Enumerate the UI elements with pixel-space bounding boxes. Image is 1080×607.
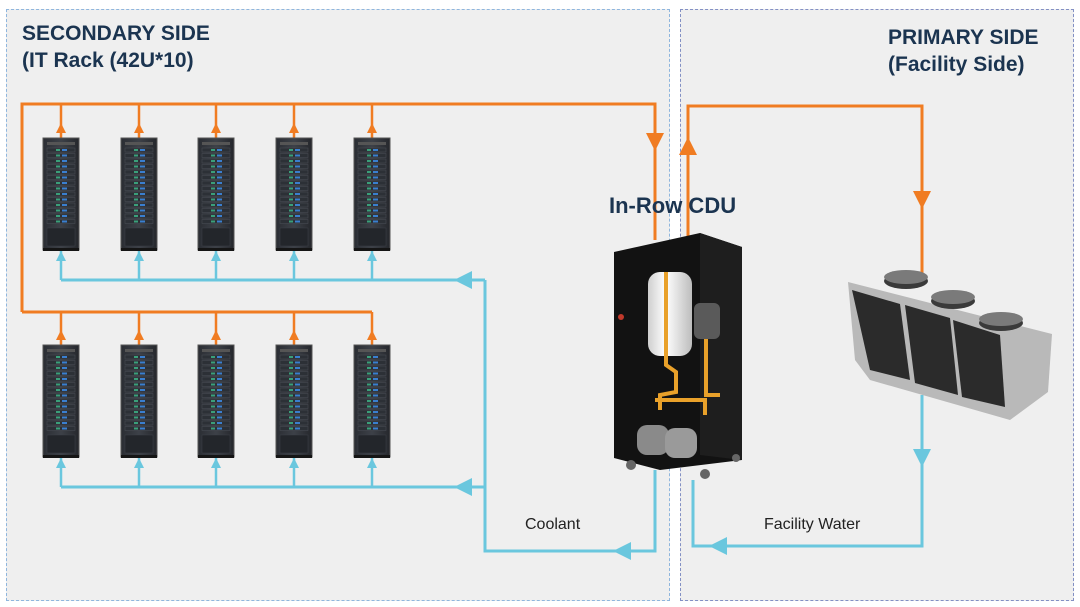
coolant-supply-arrow-icon [613,542,631,560]
facility-return-arrow-icon [913,449,931,467]
coolant-return-arrow-icon [454,271,472,289]
secondary-side-title: SECONDARY SIDE (IT Rack (42U*10) [22,20,210,74]
secondary-title-line2: (IT Rack (42U*10) [22,49,194,72]
rack-outlet-arrow-icon [367,123,377,133]
rack-outlet-arrow-icon [211,123,221,133]
server-rack-icon [197,137,235,251]
primary-supply-arrow-icon [913,191,931,209]
server-rack-icon [42,344,80,458]
server-rack-icon [120,137,158,251]
server-rack-icon [353,137,391,251]
secondary-title-line1: SECONDARY SIDE [22,22,210,45]
rack-inlet-arrow-icon [56,458,66,468]
primary-title-line2: (Facility Side) [888,53,1025,76]
facility-water-arrow-icon [709,537,727,555]
rack-outlet-arrow-icon [367,330,377,340]
rack-outlet-arrow-icon [211,330,221,340]
server-rack-icon [197,344,235,458]
rack-inlet-arrow-icon [134,251,144,261]
rack-inlet-arrow-icon [367,458,377,468]
primary-facility-water-line [691,395,924,548]
rack-inlet-arrow-icon [211,251,221,261]
rack-inlet-arrow-icon [289,251,299,261]
rack-outlet-arrow-icon [289,330,299,340]
server-rack-icon [275,137,313,251]
rack-inlet-arrow-icon [367,251,377,261]
secondary-hot-supply-line [20,102,657,314]
rack-inlet-arrow-icon [289,458,299,468]
cdu-label: In-Row CDU [609,193,737,218]
rack-outlet-arrow-icon [134,330,144,340]
rack-outlet-arrow-icon [56,123,66,133]
secondary-coolant-return-line [61,278,657,553]
cdu-primary-outlet-arrow-icon [679,137,697,155]
rack-outlet-arrow-icon [56,330,66,340]
server-rack-icon [353,344,391,458]
facility-water-label: Facility Water [764,516,861,533]
rack-outlet-arrow-icon [289,123,299,133]
cdu-unit-icon [614,233,742,479]
rack-inlet-arrow-icon [56,251,66,261]
primary-title-line1: PRIMARY SIDE [888,26,1039,49]
secondary-side-panel [6,9,670,601]
cdu-inlet-arrow-icon [646,133,664,151]
rack-inlet-arrow-icon [134,458,144,468]
rack-inlet-arrow-icon [211,458,221,468]
coolant-return-arrow-icon [454,478,472,496]
server-rack-icon [120,344,158,458]
server-rack-icon [42,137,80,251]
rack-outlet-arrow-icon [134,123,144,133]
primary-side-title: PRIMARY SIDE (Facility Side) [888,24,1039,78]
primary-hot-line [686,104,924,275]
dry-cooler-icon [848,270,1052,420]
server-rack-icon [275,344,313,458]
coolant-label: Coolant [525,516,581,533]
